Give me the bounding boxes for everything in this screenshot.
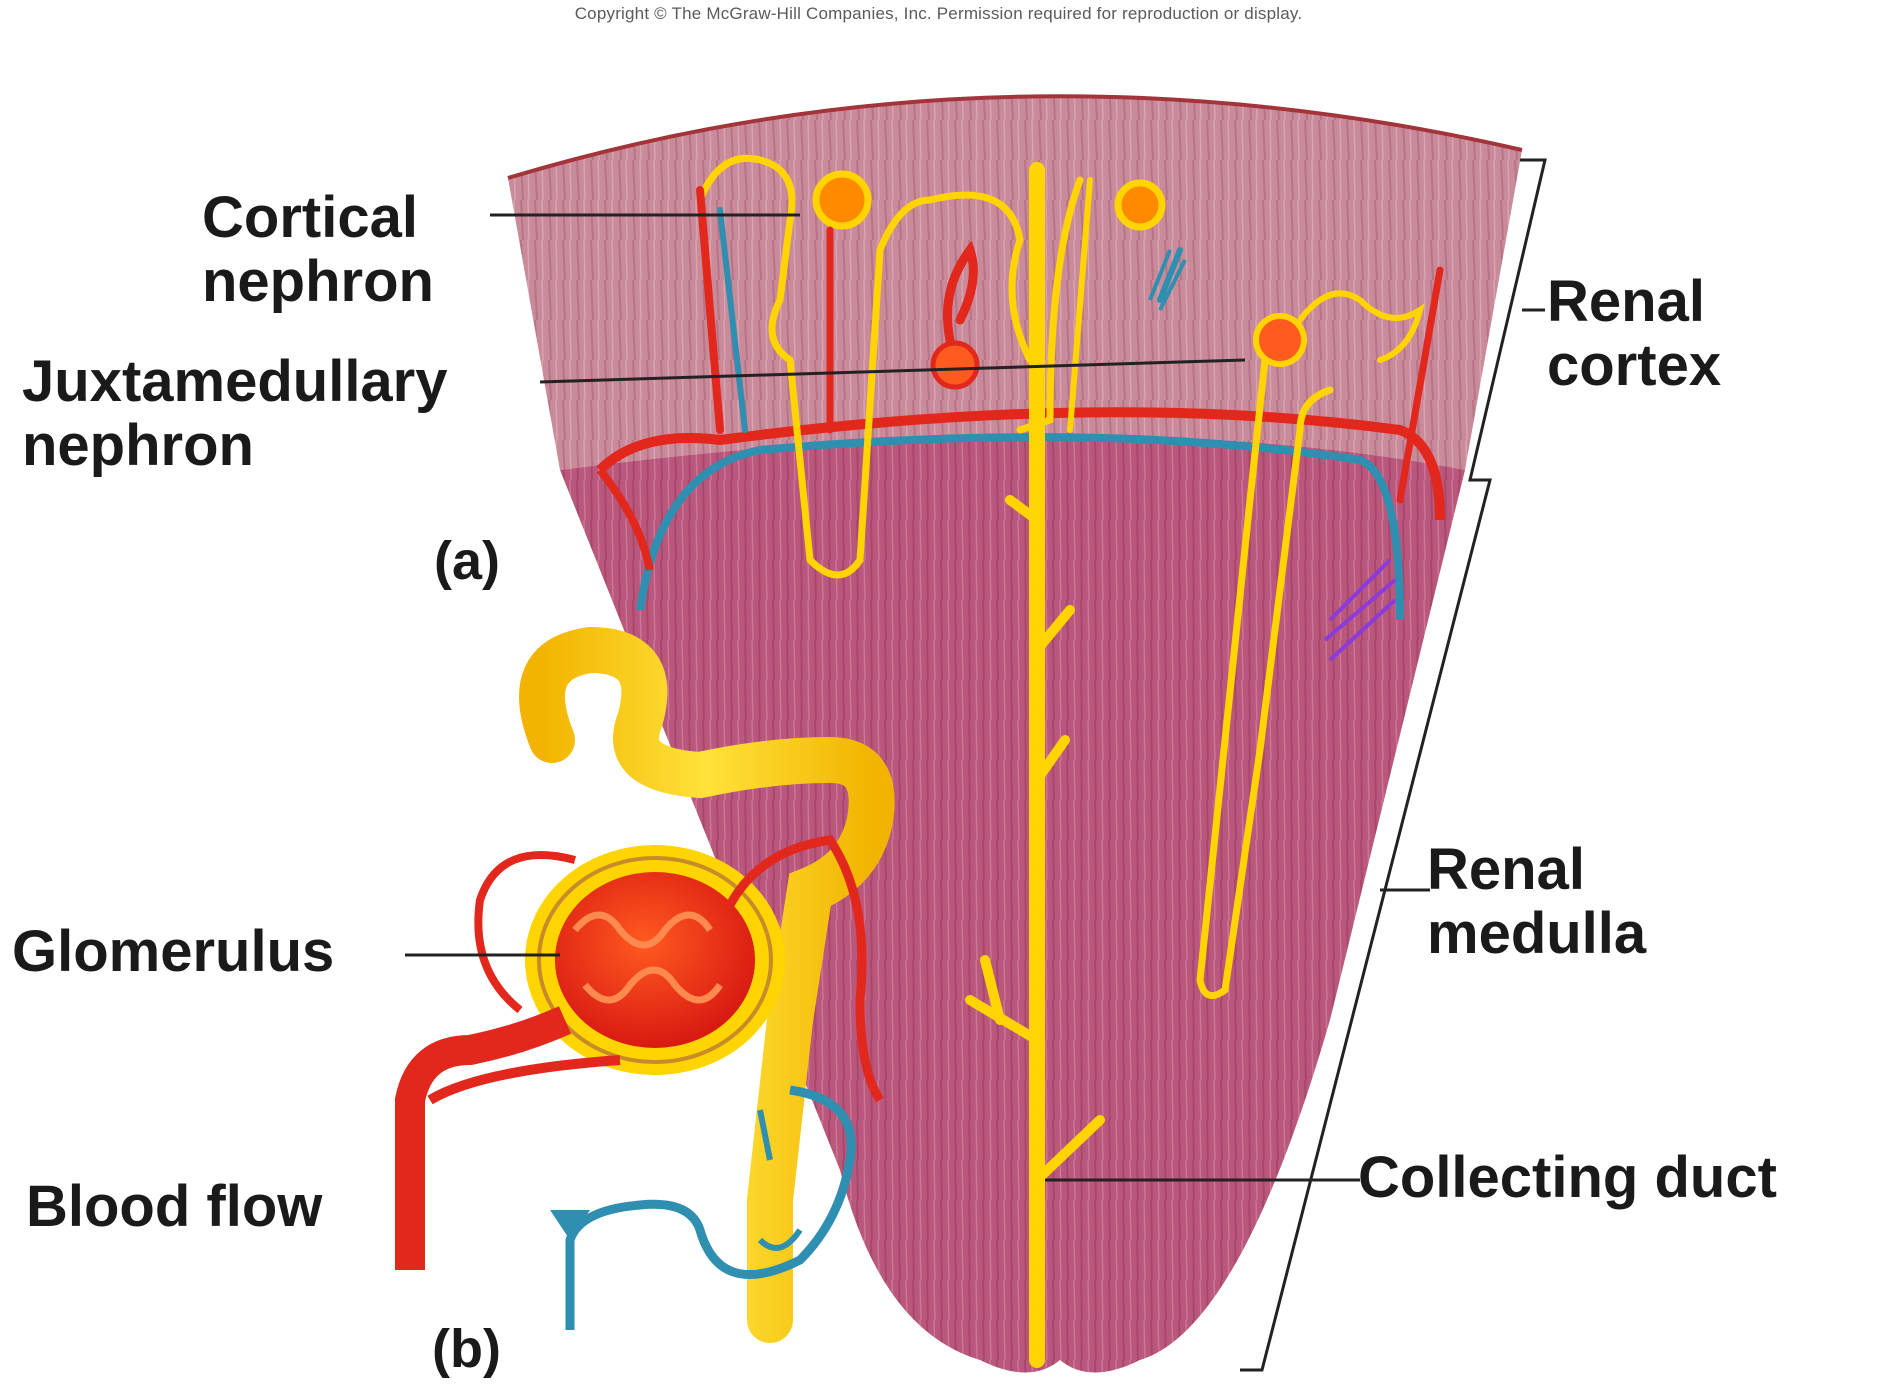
label-renal-cortex-line1: Renal bbox=[1547, 270, 1721, 334]
label-juxtamedullary-nephron-line1: Juxtamedullary bbox=[22, 350, 448, 414]
label-renal-cortex-line2: cortex bbox=[1547, 334, 1721, 398]
part-label-b: (b) bbox=[432, 1318, 501, 1380]
label-glomerulus: Glomerulus bbox=[12, 920, 334, 984]
part-label-a: (a) bbox=[434, 530, 500, 592]
label-cortical-nephron: Cortical nephron bbox=[202, 186, 434, 314]
label-cortical-nephron-line1: Cortical bbox=[202, 186, 434, 250]
label-collecting-duct: Collecting duct bbox=[1358, 1146, 1777, 1210]
label-cortical-nephron-line2: nephron bbox=[202, 250, 434, 314]
label-juxtamedullary-nephron: Juxtamedullary nephron bbox=[22, 350, 448, 478]
detailed-nephron-drawing bbox=[395, 650, 880, 1330]
label-renal-medulla-line1: Renal bbox=[1427, 838, 1646, 902]
label-renal-medulla: Renal medulla bbox=[1427, 838, 1646, 966]
label-blood-flow: Blood flow bbox=[26, 1175, 322, 1239]
label-renal-cortex: Renal cortex bbox=[1547, 270, 1721, 398]
label-juxtamedullary-nephron-line2: nephron bbox=[22, 414, 448, 478]
label-renal-medulla-line2: medulla bbox=[1427, 902, 1646, 966]
